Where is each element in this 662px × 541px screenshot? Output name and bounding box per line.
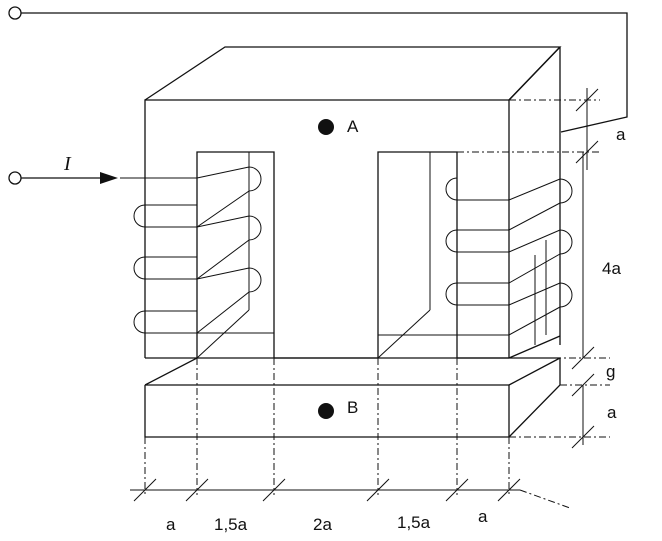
input-leads	[8, 6, 628, 185]
left-window	[196, 151, 275, 358]
point-b-label: B	[347, 398, 358, 417]
horizontal-extension-lines	[457, 99, 610, 438]
point-b-dot	[318, 403, 334, 419]
bottom-dim-a-left: a	[166, 515, 176, 534]
bottom-dim-right-window: 1,5a	[397, 513, 431, 532]
right-window-diagonal	[377, 309, 431, 359]
yoke-top-right-edge	[508, 357, 561, 386]
dim-top-a-label: a	[616, 125, 626, 144]
core-top-right-edge	[508, 46, 561, 101]
top-terminal	[8, 6, 22, 20]
left-terminal	[8, 171, 22, 185]
current-arrow-icon	[100, 172, 118, 184]
point-a-label: A	[347, 117, 359, 136]
current-label: I	[63, 153, 72, 175]
core-front-face	[144, 99, 510, 359]
left-window-diagonal	[196, 309, 250, 359]
point-a-dot	[318, 119, 334, 135]
right-window	[377, 151, 458, 358]
right-coil	[378, 177, 573, 345]
bottom-dim-center: 2a	[313, 515, 332, 534]
bottom-dimension-line	[130, 478, 571, 509]
dim-window-height-label: 4a	[602, 259, 621, 278]
left-coil	[120, 166, 274, 334]
vertical-extension-lines	[144, 358, 510, 495]
dim-gap-label: g	[606, 362, 615, 381]
core-top-face	[144, 46, 562, 101]
bottom-dim-left-window: 1,5a	[214, 515, 248, 534]
dim-yoke-a-label: a	[607, 403, 617, 422]
core-outline	[144, 99, 510, 358]
core-bottom-right-edge	[508, 335, 561, 359]
core-3d-faces	[144, 46, 562, 359]
right-dimension-lines	[571, 88, 599, 449]
top-lead-wire	[21, 12, 628, 133]
bottom-dim-a-right: a	[478, 507, 488, 526]
